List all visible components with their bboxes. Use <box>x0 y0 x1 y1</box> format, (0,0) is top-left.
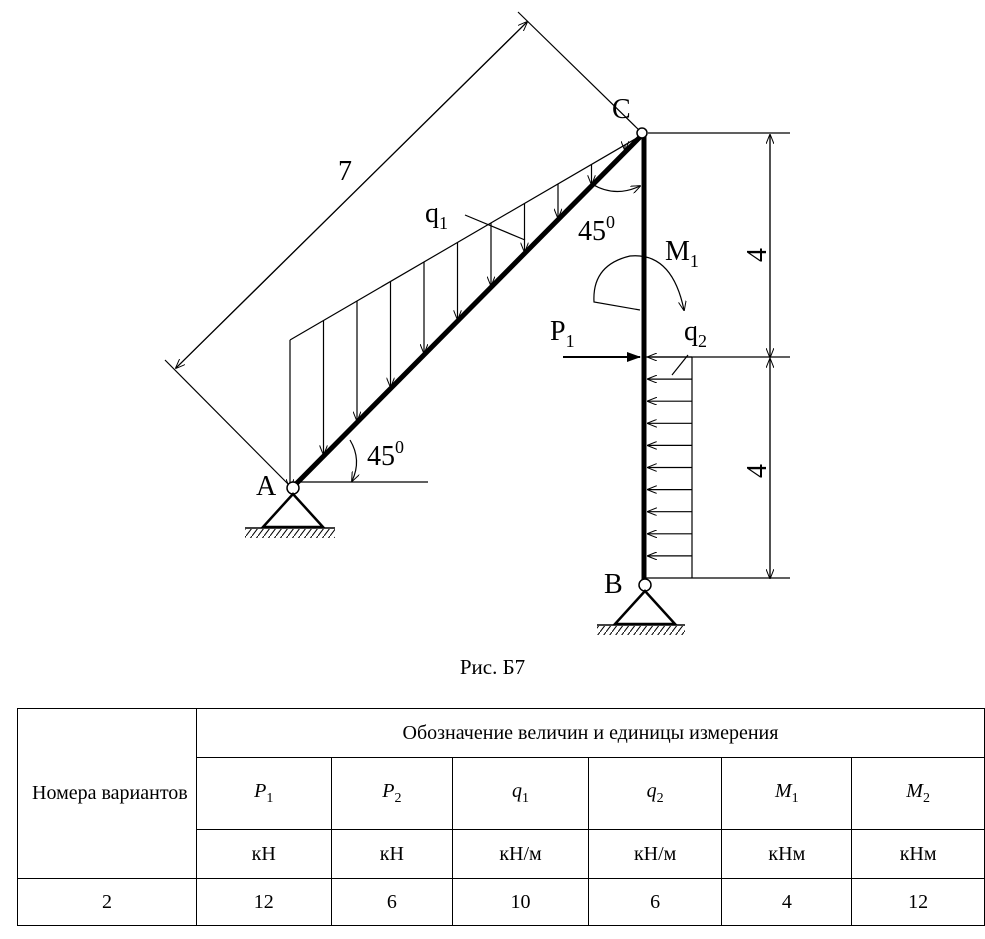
symbol: q <box>512 780 523 802</box>
symbol-subscript: 2 <box>922 791 930 806</box>
symbol-cell: P1 <box>195 757 332 830</box>
unit-cell: кН/м <box>587 829 723 879</box>
symbol-cell: M1 <box>721 757 853 830</box>
symbol-cell: P2 <box>330 757 454 830</box>
moment-m1-arrow <box>593 255 684 310</box>
angle-a-label: 450 <box>367 437 404 472</box>
inclined-beam-ac <box>290 133 644 490</box>
q2-distributed-load <box>646 355 693 579</box>
vertical-dimensions <box>648 132 790 578</box>
symbol: M <box>906 780 923 802</box>
symbol-subscript: 1 <box>791 791 799 806</box>
unit-cell: кНм <box>851 829 985 879</box>
angle-c-label: 450 <box>578 212 615 247</box>
symbol-cell: q1 <box>452 757 589 830</box>
length-label: 7 <box>338 156 352 187</box>
angle-arc-a <box>349 439 357 481</box>
value-cell: 10 <box>452 878 589 926</box>
support-b <box>597 589 685 635</box>
symbol: P <box>382 780 395 802</box>
symbol-subscript: 1 <box>522 791 530 806</box>
symbol-subscript: 2 <box>656 791 664 806</box>
dim-upper-label: 4 <box>742 248 773 262</box>
symbol-subscript: 2 <box>394 791 402 806</box>
point-c-label: C <box>612 94 631 125</box>
group-header: Обозначение величин и единицы измерения <box>195 708 985 758</box>
symbol-cell: q2 <box>587 757 723 830</box>
value-cell: 6 <box>587 878 723 926</box>
point-b-label: B <box>604 569 623 600</box>
variant-cell: 2 <box>17 878 197 926</box>
symbol: q <box>646 780 657 802</box>
symbol: P <box>254 780 267 802</box>
support-a <box>245 492 335 538</box>
q1-leader <box>464 214 526 241</box>
symbol: M <box>775 780 792 802</box>
q1-label: q1 <box>425 198 448 233</box>
q2-label: q2 <box>684 316 707 351</box>
p1-label: P1 <box>550 316 575 351</box>
symbol-cell: M2 <box>851 757 985 830</box>
dim-lower-label: 4 <box>742 464 773 478</box>
point-a-label: A <box>256 471 277 502</box>
q1-distributed-load <box>290 134 643 488</box>
value-cell: 12 <box>851 878 985 926</box>
angle-arc-c <box>591 183 640 192</box>
value-cell: 4 <box>721 878 853 926</box>
joint-c <box>636 127 648 139</box>
unit-cell: кН <box>330 829 454 879</box>
unit-cell: кН/м <box>452 829 589 879</box>
table-row: 2 12 6 10 6 4 12 <box>17 878 985 926</box>
row-header: Номера вариантов <box>17 708 197 879</box>
variant-table: Номера вариантов Обозначение величин и е… <box>17 708 985 926</box>
m1-label: M1 <box>665 236 699 271</box>
unit-cell: кНм <box>721 829 853 879</box>
unit-cell: кН <box>195 829 332 879</box>
value-cell: 6 <box>330 878 454 926</box>
symbol-subscript: 1 <box>266 791 274 806</box>
frame-diagram: 7 q1 450 450 M1 P1 q2 4 4 <box>164 11 790 635</box>
dimension-7 <box>164 11 643 489</box>
figure-caption: Рис. Б7 <box>459 655 526 679</box>
value-cell: 12 <box>195 878 332 926</box>
